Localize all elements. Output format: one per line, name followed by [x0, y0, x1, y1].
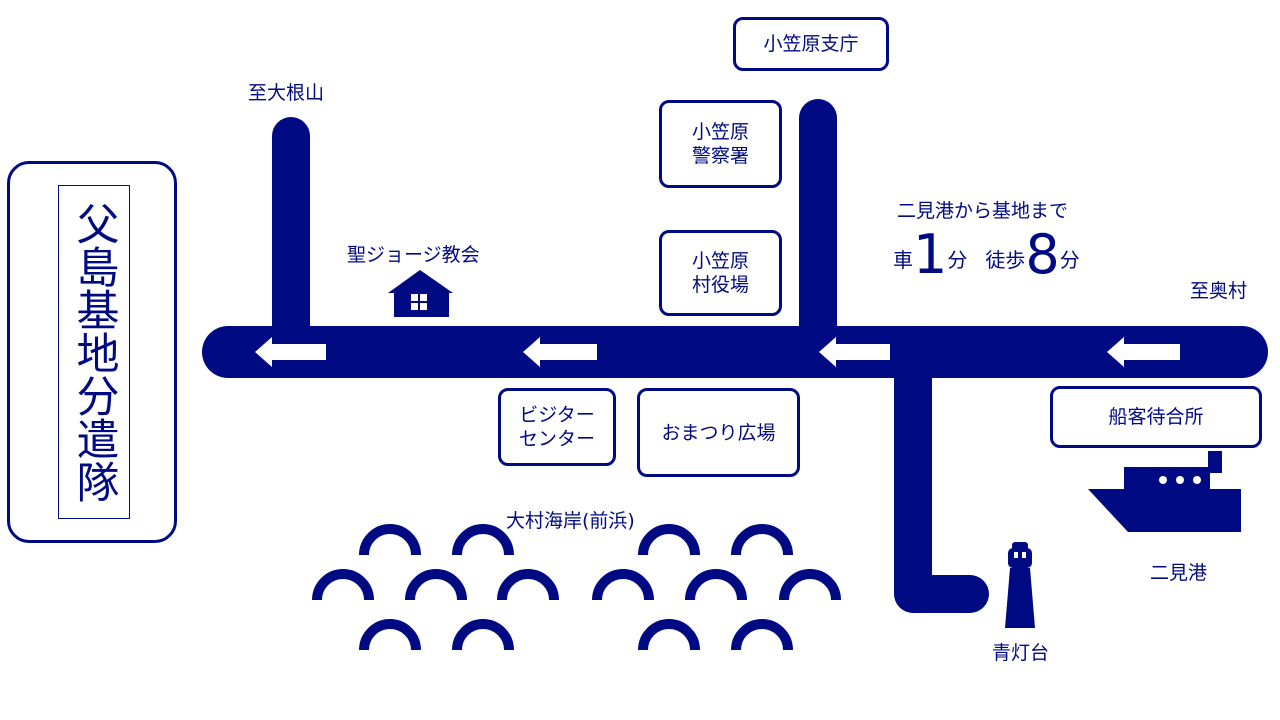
- walk-minutes: 8: [1025, 223, 1060, 286]
- festival-plaza-box: おまつり広場: [637, 388, 800, 477]
- village-office-label-line1: 小笠原: [691, 250, 749, 272]
- wave-icon: [779, 569, 841, 601]
- port-label: 二見港: [1150, 562, 1208, 584]
- access-heading: 二見港から基地まで: [897, 200, 1069, 222]
- passenger-terminal-box: 船客待合所: [1050, 386, 1262, 448]
- police-station-label-line2: 警察署: [691, 145, 749, 167]
- title-panel: [7, 161, 177, 543]
- wave-icon: [452, 524, 514, 556]
- branch-office-box: 小笠原支庁: [733, 17, 889, 71]
- wave-icon: [731, 619, 793, 651]
- branch-office-label: 小笠原支庁: [763, 33, 859, 55]
- lighthouse-icon: [1005, 542, 1035, 628]
- arrow-left-icon: [255, 337, 326, 367]
- wave-icon: [312, 569, 374, 601]
- direction-label-okumura: 至奥村: [1190, 280, 1248, 302]
- arrow-left-icon: [255, 337, 1180, 367]
- walk-unit: 分: [1059, 248, 1080, 272]
- village-office-box: 小笠原 村役場: [659, 230, 782, 316]
- festival-plaza-label: おまつり広場: [661, 421, 776, 444]
- wave-icon: [592, 569, 654, 601]
- visitor-center-label-line1: ビジター: [519, 404, 595, 426]
- car-label: 車: [893, 248, 913, 272]
- wave-icon: [405, 569, 467, 601]
- church-label: 聖ジョージ教会: [347, 244, 480, 266]
- beach-label: 大村海岸(前浜): [506, 510, 635, 532]
- page-title: 父島基地分遣隊: [69, 201, 119, 503]
- walk-label: 徒歩: [985, 248, 1026, 272]
- car-minutes: 1: [913, 223, 948, 286]
- direction-label-oneyama: 至大根山: [248, 82, 325, 104]
- wave-icon: [685, 569, 747, 601]
- passenger-terminal-label: 船客待合所: [1108, 406, 1204, 428]
- wave-icon: [638, 524, 700, 556]
- wave-icon: [359, 619, 421, 651]
- wave-icon: [359, 524, 421, 556]
- road-to-lighthouse: [894, 333, 989, 613]
- wave-icon: [452, 619, 514, 651]
- visitor-center-label-line2: センター: [518, 428, 595, 450]
- ship-icon: [1088, 451, 1241, 532]
- arrow-left-icon: [523, 337, 597, 367]
- car-unit: 分: [947, 248, 968, 272]
- title-panel-inner: 父島基地分遣隊: [58, 185, 130, 519]
- wave-icon: [638, 619, 700, 651]
- police-station-label-line1: 小笠原: [691, 121, 749, 143]
- access-times: 車1分徒歩8分: [893, 228, 1080, 287]
- police-station-box: 小笠原 警察署: [659, 100, 782, 188]
- beach-waves: [312, 524, 841, 651]
- visitor-center-box: ビジター センター: [498, 388, 616, 466]
- village-office-label-line2: 村役場: [691, 274, 749, 296]
- wave-icon: [731, 524, 793, 556]
- arrow-left-icon: [1107, 337, 1180, 367]
- arrow-left-icon: [819, 337, 890, 367]
- house-icon: [388, 270, 453, 317]
- wave-icon: [497, 569, 559, 601]
- lighthouse-label: 青灯台: [992, 642, 1050, 664]
